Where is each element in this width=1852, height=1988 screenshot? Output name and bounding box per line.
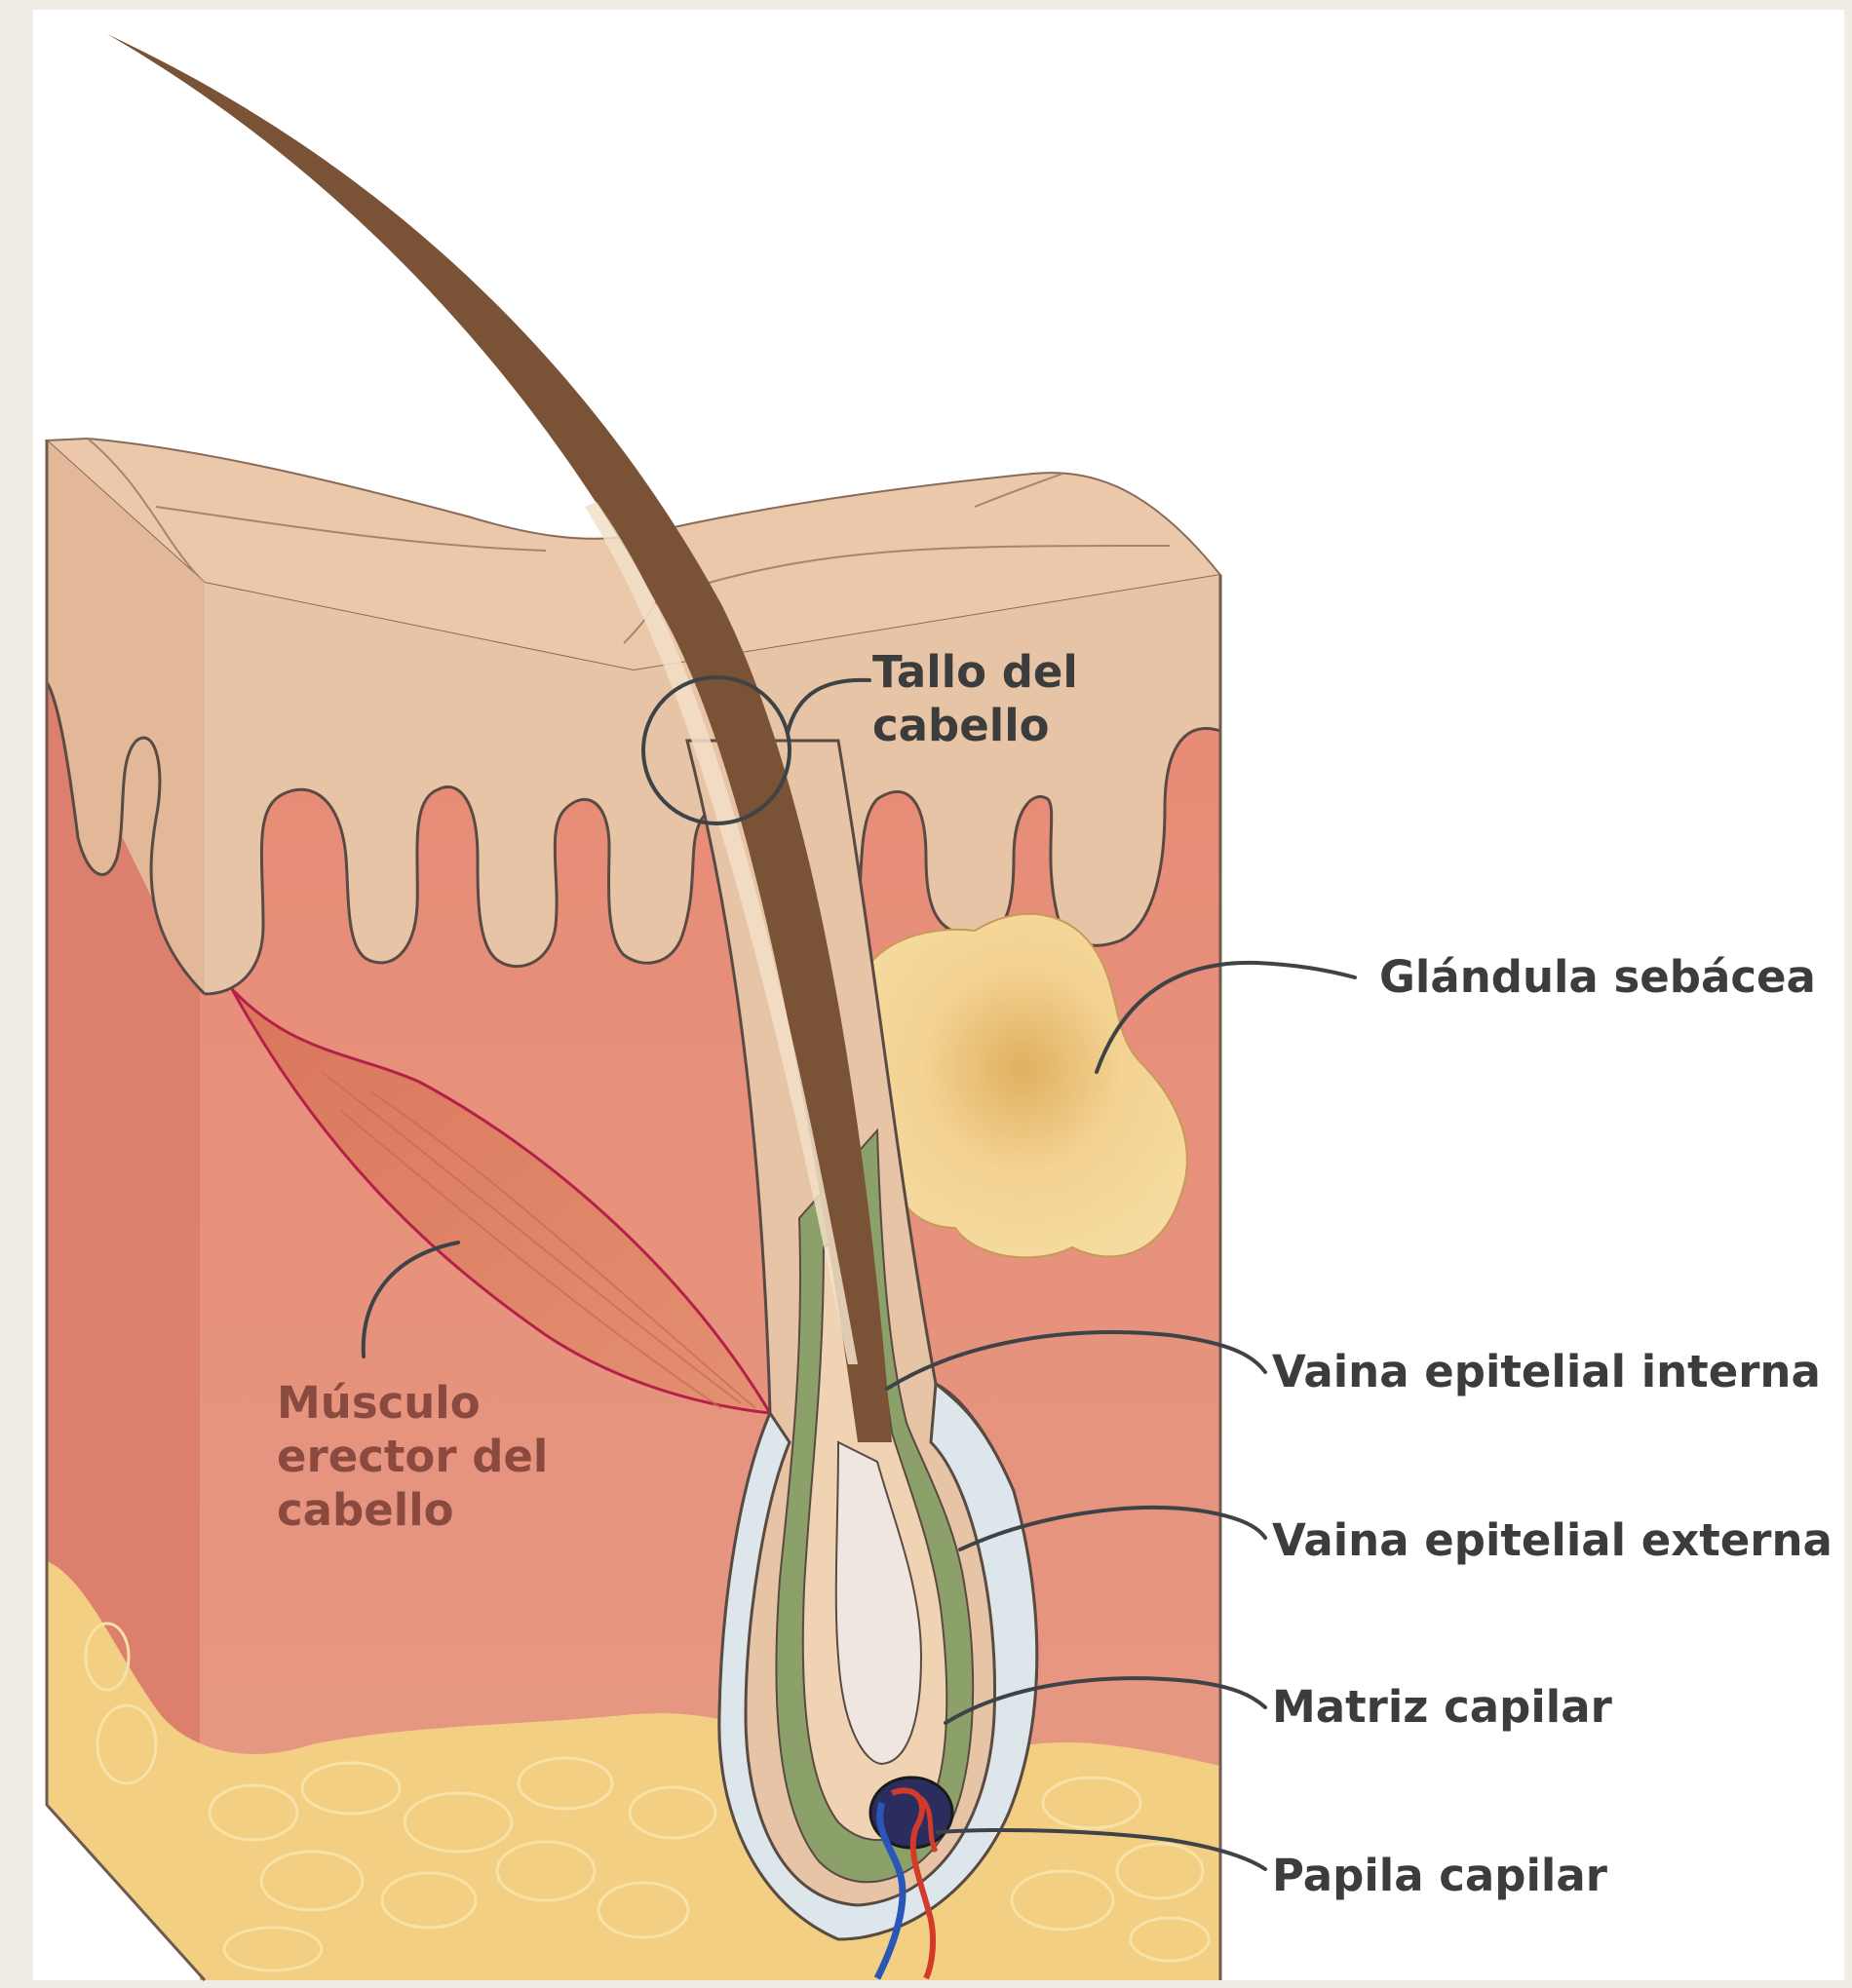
label-glandula-sebacea: Glándula sebácea [1379, 951, 1816, 1003]
label-vaina-epitelial-interna: Vaina epitelial interna [1272, 1346, 1821, 1397]
label-vaina-epitelial-externa: Vaina epitelial externa [1272, 1514, 1833, 1566]
label-matriz-capilar: Matriz capilar [1272, 1681, 1613, 1733]
label-papila-capilar: Papila capilar [1272, 1850, 1608, 1901]
